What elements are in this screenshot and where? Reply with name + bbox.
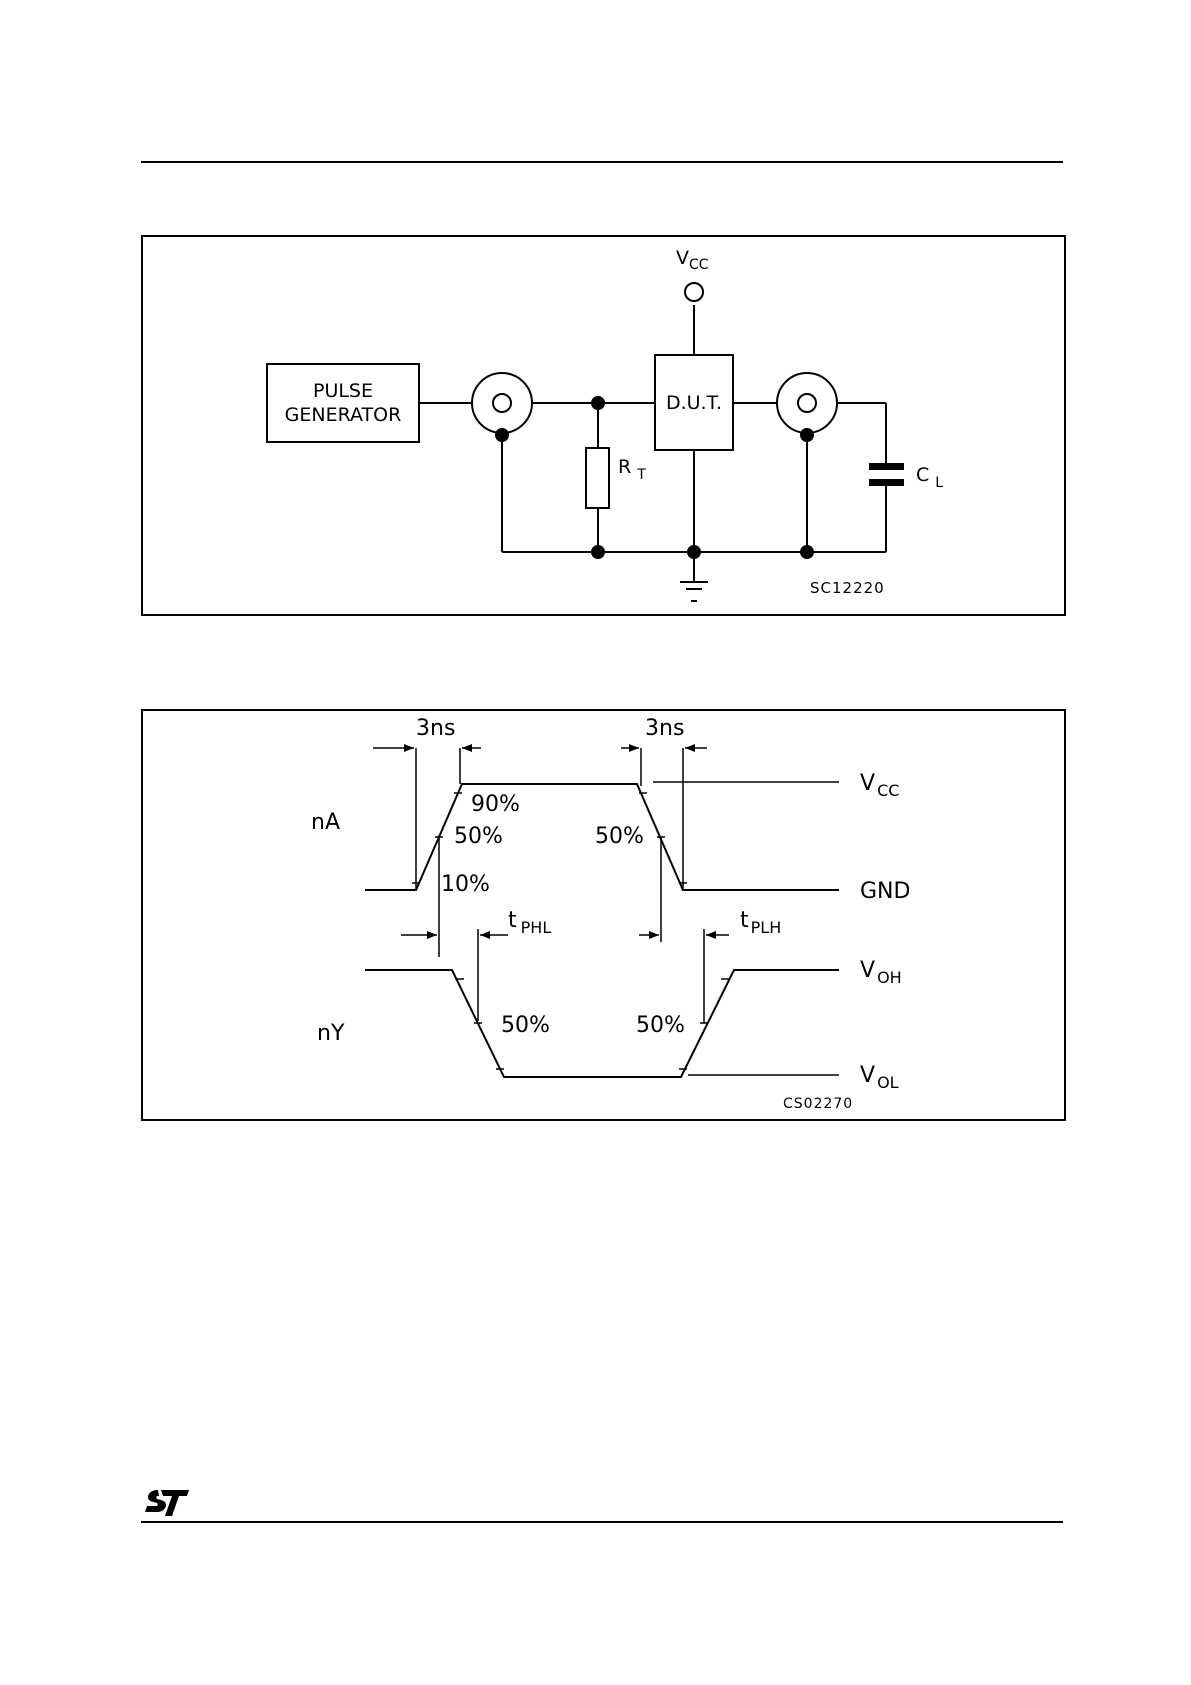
percent-50-out-fall-label: 50% — [501, 1013, 550, 1038]
junction-dot — [687, 545, 701, 559]
percent-90-label: 90% — [471, 792, 520, 817]
footer-rule — [141, 1521, 1063, 1523]
coax-center — [798, 394, 816, 412]
output-waveform-ny — [365, 970, 839, 1077]
capacitor-cl — [869, 463, 904, 470]
input-label: nA — [311, 810, 340, 835]
coax-connector-output — [777, 373, 837, 433]
junction-dot — [591, 545, 605, 559]
figure-code: CS02270 — [783, 1096, 853, 1112]
percent-50-out-rise-label: 50% — [636, 1013, 685, 1038]
st-logo — [145, 1488, 189, 1518]
capacitor-cl — [869, 479, 904, 486]
junction-dot — [495, 428, 509, 442]
dut-label: D.U.T. — [666, 392, 722, 414]
output-label: nY — [317, 1021, 345, 1046]
coax-center — [493, 394, 511, 412]
gnd-level-label: GND — [860, 879, 910, 904]
percent-50-rise-label: 50% — [454, 824, 503, 849]
pulse-generator-label: GENERATOR — [285, 404, 402, 426]
vcc-label: VCC — [676, 247, 709, 273]
figure-code: SC12220 — [810, 579, 885, 597]
resistor-rt — [586, 448, 609, 508]
vcc-terminal — [685, 283, 703, 301]
percent-10-label: 10% — [441, 872, 490, 897]
header-rule — [141, 161, 1063, 163]
st-logo-mark — [145, 1490, 189, 1516]
pulse-generator-label: PULSE — [313, 380, 373, 402]
percent-50-fall-label: 50% — [595, 824, 644, 849]
rise-time-label: 3ns — [416, 716, 455, 741]
coax-connector-input — [472, 373, 532, 433]
junction-dot — [591, 396, 605, 410]
pulse-generator-box — [267, 364, 419, 442]
fall-time-label: 3ns — [645, 716, 684, 741]
junction-dot — [800, 545, 814, 559]
junction-dot — [800, 428, 814, 442]
